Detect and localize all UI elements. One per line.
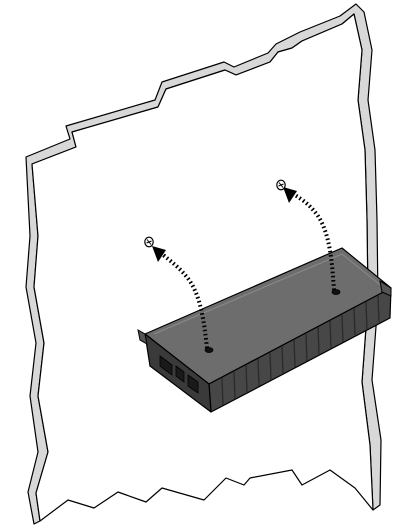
device-bevel <box>153 253 385 335</box>
device-end-tab <box>137 329 148 345</box>
port-icon <box>175 365 185 383</box>
arrow-left <box>158 250 209 349</box>
arrowhead-right <box>283 187 297 203</box>
arrowhead-left <box>152 246 166 262</box>
port-icon <box>187 374 199 394</box>
device-end-tab <box>379 279 392 297</box>
device-ribs <box>221 295 380 406</box>
keyhole-slot <box>204 347 214 353</box>
wall-face <box>31 13 374 522</box>
screw-icon <box>144 179 286 248</box>
port-icon <box>159 355 173 376</box>
arrow-right <box>288 190 336 291</box>
wall-section-icon <box>25 3 382 525</box>
dotted-arrow-icon <box>152 187 336 349</box>
device-ports <box>159 355 199 394</box>
keyhole-slot <box>331 289 341 295</box>
device-icon <box>137 247 392 413</box>
